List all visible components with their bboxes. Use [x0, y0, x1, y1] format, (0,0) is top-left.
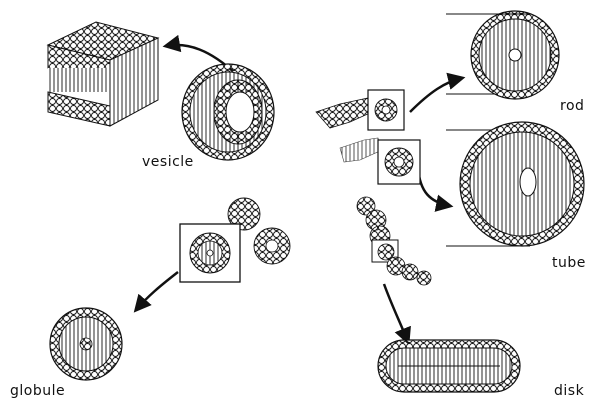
globule-chain	[357, 197, 431, 285]
globule-inset-box	[180, 224, 240, 282]
bilayer-sheet-shape	[48, 22, 158, 126]
vesicle-shape	[182, 64, 274, 160]
rod-shape	[446, 11, 559, 99]
globule-label: globule	[10, 383, 65, 399]
disk-shape	[378, 340, 520, 392]
arrow-to-globule	[136, 272, 178, 310]
arrow-to-rod	[410, 78, 462, 112]
vesicle-label: vesicle	[142, 154, 194, 170]
globule-shape	[50, 308, 122, 380]
tube-shape	[446, 122, 584, 246]
arrow-to-tube	[418, 168, 450, 206]
tube-label: tube	[552, 255, 586, 271]
rod-inset-box	[368, 90, 404, 130]
arrow-to-disk	[384, 284, 408, 342]
tube-inset-box	[378, 140, 420, 184]
rod-label: rod	[560, 98, 584, 114]
disk-label: disk	[554, 383, 584, 399]
